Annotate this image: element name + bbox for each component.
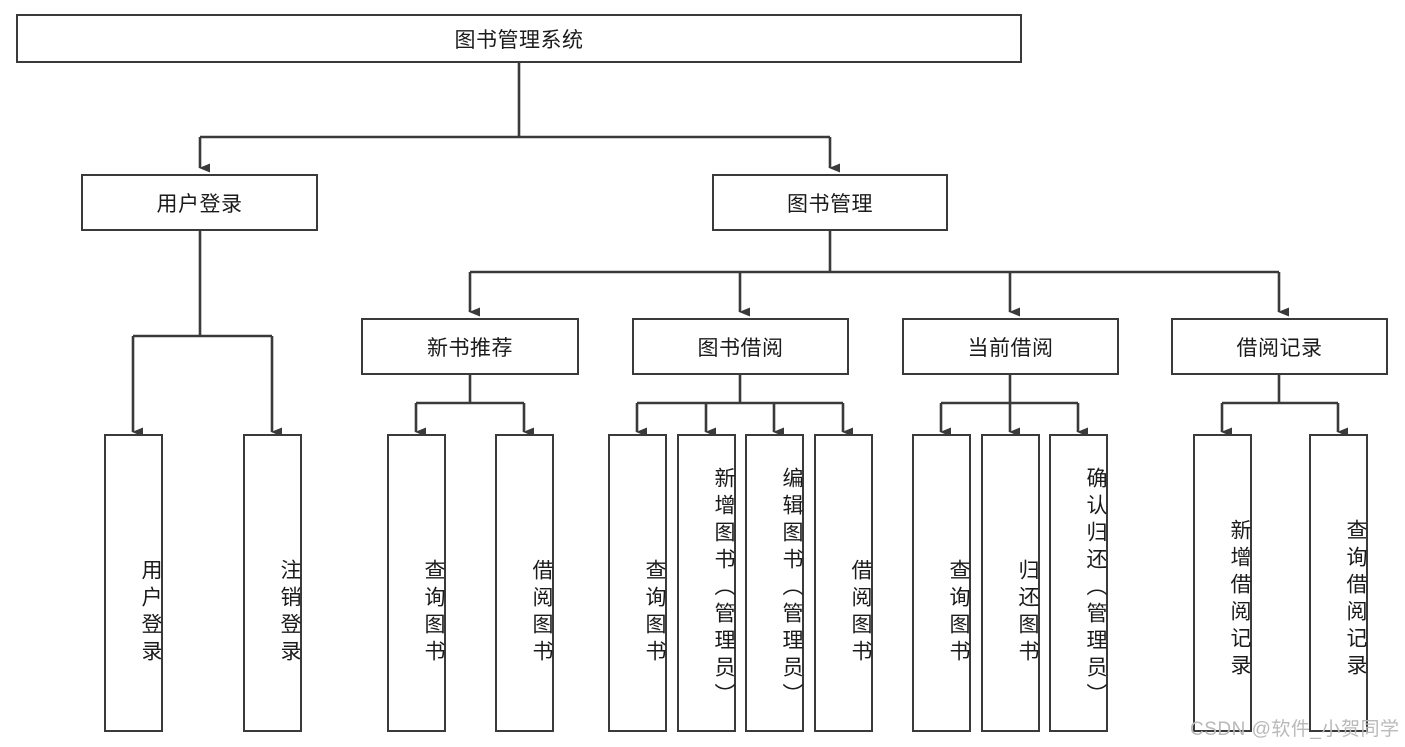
node-leaf-user-login[interactable]: 用户登录	[104, 434, 163, 732]
node-current-borrow-label: 当前借阅	[967, 336, 1054, 360]
csdn-watermark: CSDN @软件_小贺同学	[1190, 719, 1400, 740]
node-book-borrow[interactable]: 图书借阅	[632, 318, 849, 375]
node-leaf-query-book-2-label: 查询图书	[643, 559, 666, 667]
node-book-manage-label: 图书管理	[787, 192, 873, 216]
node-leaf-query-book-3[interactable]: 查询图书	[912, 434, 971, 732]
node-leaf-edit-book[interactable]: 编辑图书（管理员）	[745, 434, 804, 732]
node-leaf-logout-login[interactable]: 注销登录	[243, 434, 302, 732]
node-leaf-return-book[interactable]: 归还图书	[981, 434, 1040, 732]
node-leaf-add-book-label: 新增图书（管理员）	[712, 466, 735, 710]
node-borrow-record-label: 借阅记录	[1236, 336, 1323, 360]
node-leaf-add-book[interactable]: 新增图书（管理员）	[677, 434, 736, 732]
node-leaf-return-book-label: 归还图书	[1016, 559, 1039, 667]
node-leaf-confirm-return[interactable]: 确认归还（管理员）	[1049, 434, 1108, 732]
node-leaf-borrow-book-1-label: 借阅图书	[530, 559, 553, 667]
node-leaf-query-book-1-label: 查询图书	[422, 559, 445, 667]
node-leaf-logout-login-label: 注销登录	[278, 559, 301, 667]
node-borrow-record[interactable]: 借阅记录	[1171, 318, 1388, 375]
node-user-login-label: 用户登录	[156, 192, 243, 216]
node-leaf-query-book-2[interactable]: 查询图书	[608, 434, 667, 732]
node-leaf-borrow-book-2-label: 借阅图书	[849, 559, 872, 667]
node-leaf-borrow-book-2[interactable]: 借阅图书	[814, 434, 873, 732]
node-leaf-user-login-label: 用户登录	[139, 559, 162, 667]
node-new-book-rec[interactable]: 新书推荐	[361, 318, 579, 375]
node-book-manage[interactable]: 图书管理	[712, 174, 948, 231]
node-user-login[interactable]: 用户登录	[81, 174, 318, 231]
node-current-borrow[interactable]: 当前借阅	[902, 318, 1119, 375]
node-new-book-rec-label: 新书推荐	[427, 336, 513, 360]
node-leaf-query-record-label: 查询借阅记录	[1344, 519, 1367, 681]
node-leaf-add-record-label: 新增借阅记录	[1228, 519, 1251, 681]
node-leaf-query-book-3-label: 查询图书	[947, 559, 970, 667]
node-book-borrow-label: 图书借阅	[697, 336, 784, 360]
node-leaf-edit-book-label: 编辑图书（管理员）	[780, 466, 803, 710]
node-root-label: 图书管理系统	[454, 28, 584, 52]
node-leaf-add-record[interactable]: 新增借阅记录	[1193, 434, 1252, 732]
node-leaf-query-record[interactable]: 查询借阅记录	[1309, 434, 1368, 732]
node-leaf-borrow-book-1[interactable]: 借阅图书	[495, 434, 554, 732]
node-leaf-query-book-1[interactable]: 查询图书	[387, 434, 446, 732]
node-root[interactable]: 图书管理系统	[16, 14, 1022, 63]
node-leaf-confirm-return-label: 确认归还（管理员）	[1084, 466, 1107, 710]
